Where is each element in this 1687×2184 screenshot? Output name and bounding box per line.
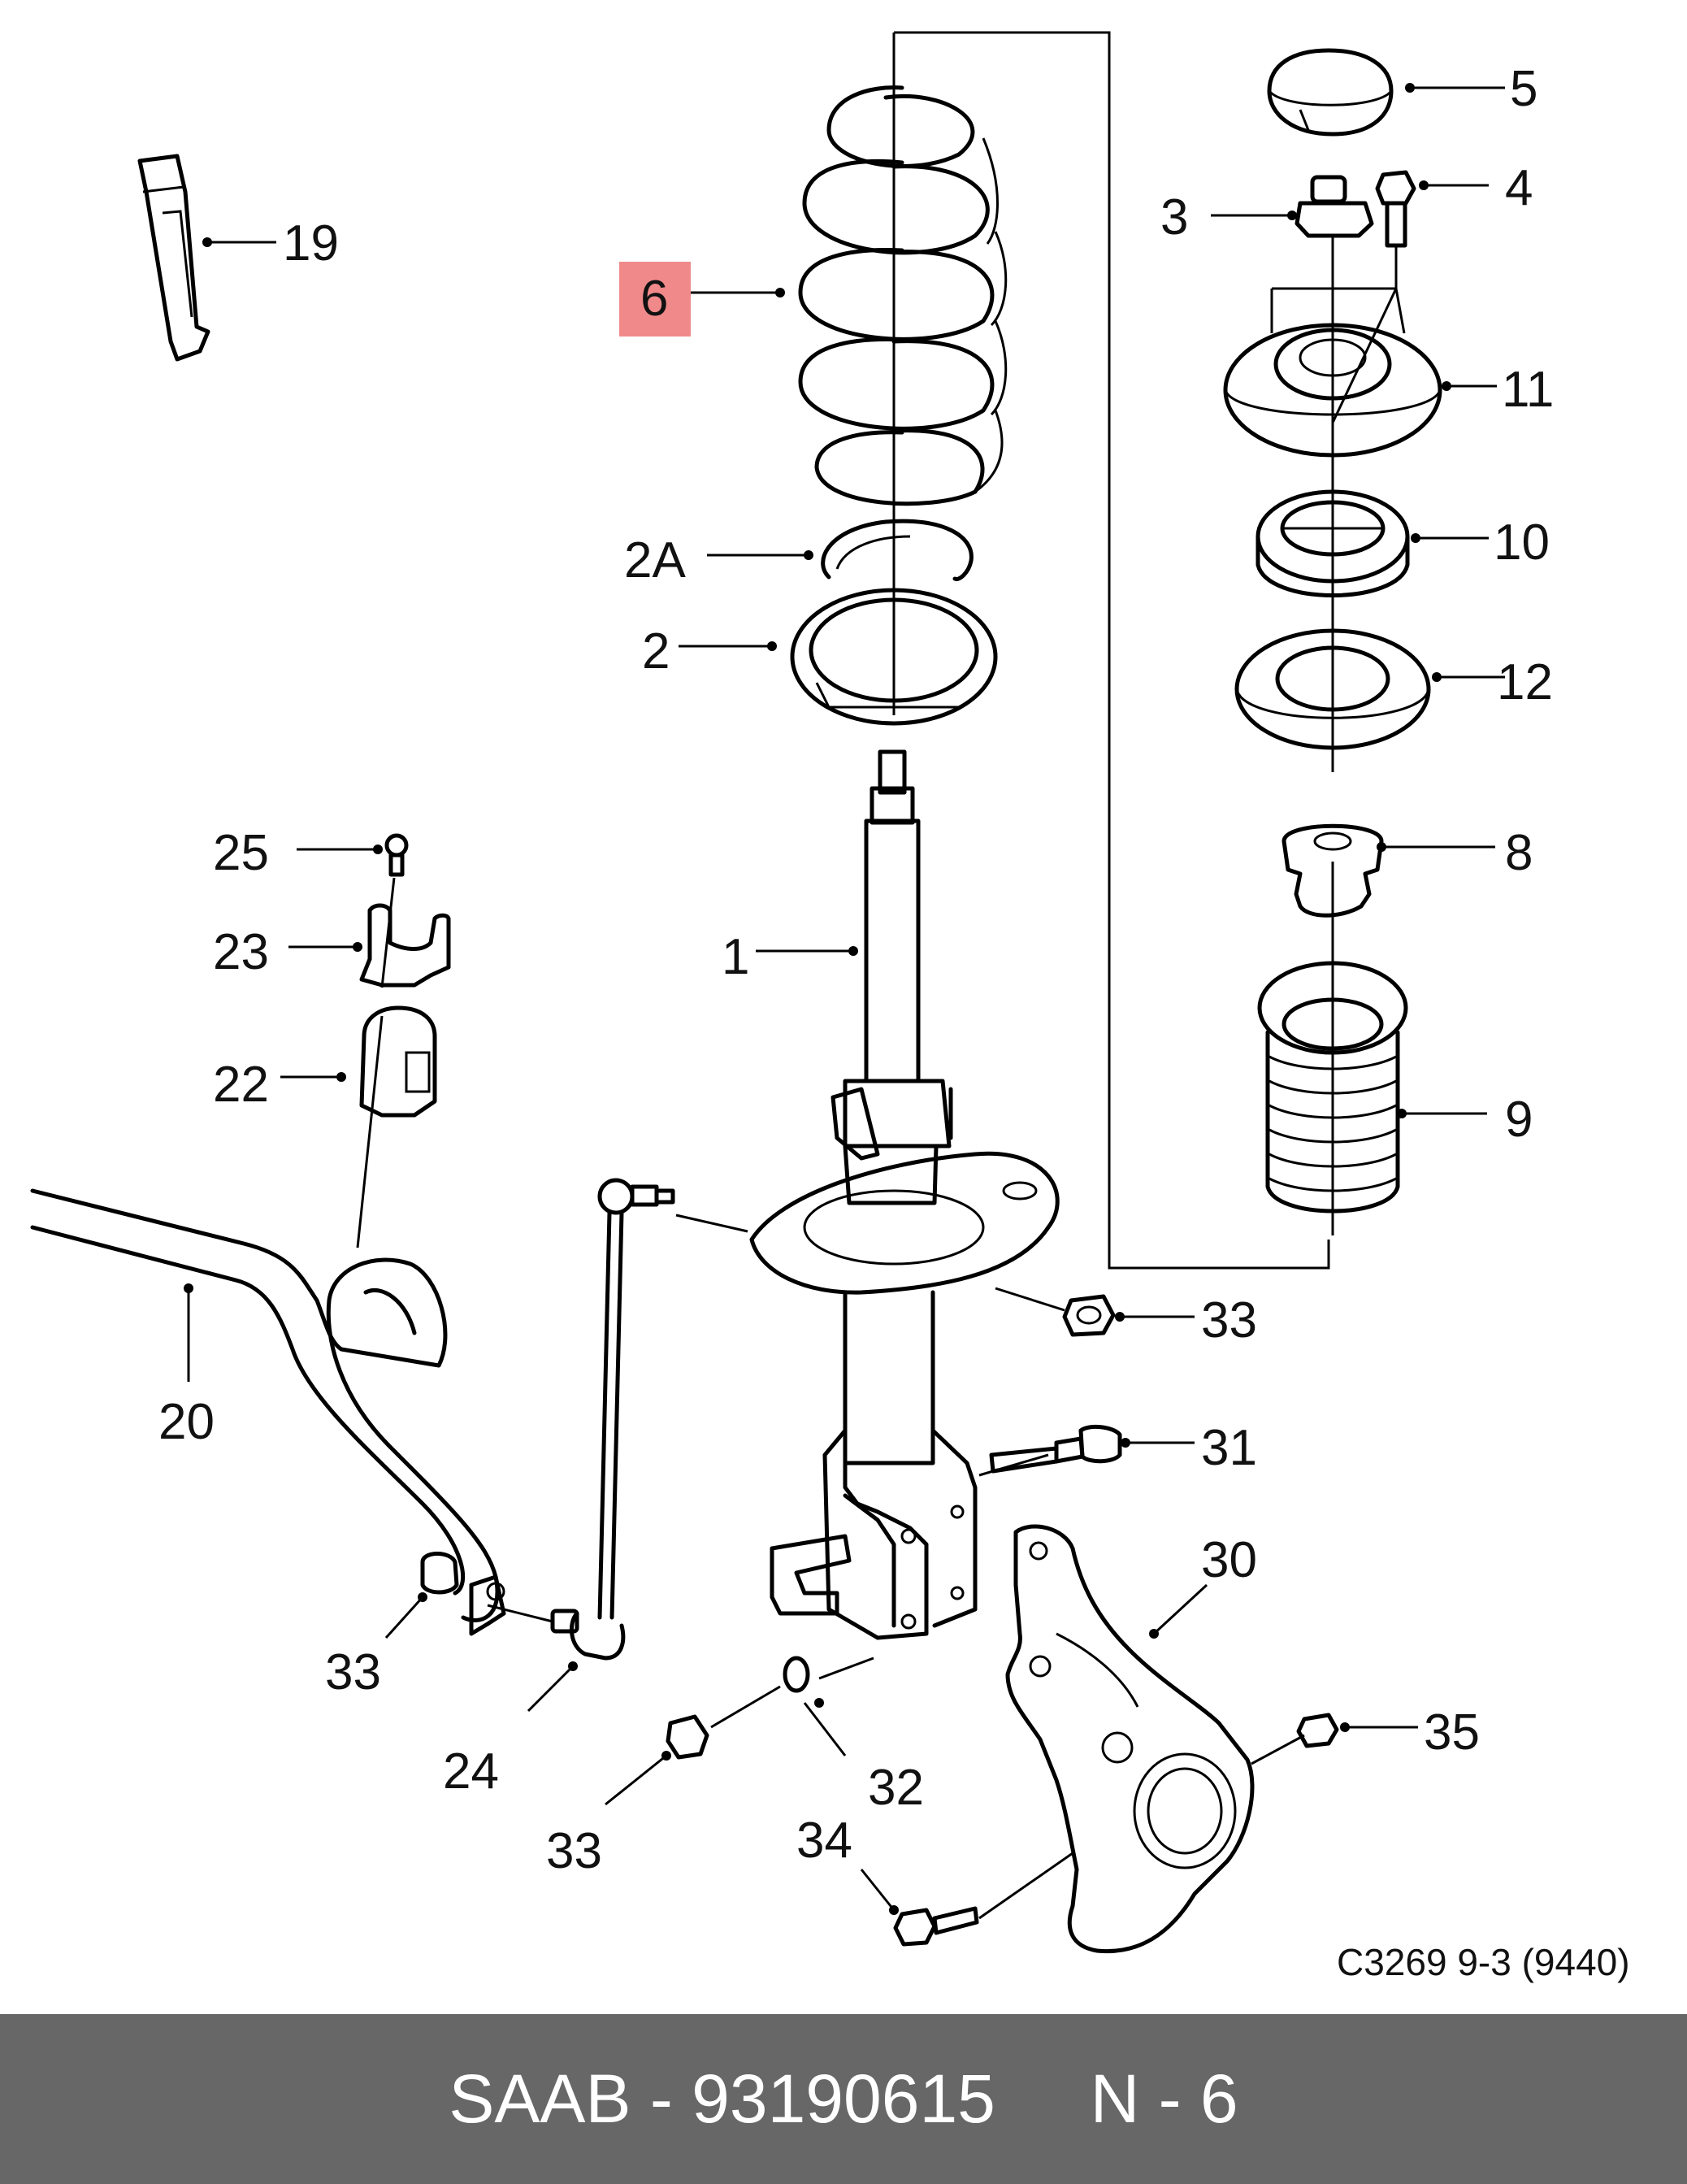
footer-part-number: 93190615	[692, 2060, 995, 2137]
part-35-nut	[1296, 1713, 1339, 1748]
part-6-coil-spring	[798, 85, 1008, 506]
part-9-dust-boot	[1257, 961, 1408, 1214]
part-32-washer	[783, 1656, 810, 1693]
callout-4: 4	[1505, 160, 1533, 216]
callout-22: 22	[213, 1057, 269, 1113]
part-33-nut-right	[1062, 1294, 1116, 1337]
part-22-bushing	[359, 1005, 437, 1118]
part-33-nut-left	[420, 1552, 459, 1595]
callout-9: 9	[1505, 1092, 1533, 1148]
callout-23: 23	[213, 924, 269, 980]
part-11-top-mount	[1223, 323, 1442, 458]
callout-11: 11	[1502, 362, 1554, 418]
callout-19: 19	[283, 215, 339, 271]
callout-25: 25	[213, 825, 269, 881]
footer-gap	[995, 2060, 1091, 2138]
callout-24: 24	[443, 1743, 499, 1800]
part-20-stabilizer-bar	[30, 1188, 500, 1622]
part-10-bearing	[1255, 489, 1410, 597]
callout-3: 3	[1160, 189, 1188, 245]
callout-34: 34	[796, 1813, 852, 1869]
part-5-cap	[1267, 48, 1394, 137]
callout-1: 1	[722, 929, 749, 985]
footer-separator-2: -	[1139, 2060, 1200, 2137]
part-24-bracket-plate	[469, 1574, 506, 1636]
part-12-upper-seat	[1234, 628, 1431, 750]
part-2a-spring-clip	[821, 519, 974, 581]
diagram-canvas: 19 5 3 4 6 11 10 2A 2 12 8 1 9 25 23 22 …	[30, 31, 1630, 1983]
part-19-grease-tube	[137, 154, 210, 362]
part-1-strut	[749, 749, 1060, 1640]
callout-6: 6	[640, 271, 668, 327]
callout-labels: 19 5 3 4 6 11 10 2A 2 12 8 1 9 25 23 22 …	[158, 61, 1630, 1983]
assembly-frame-line	[894, 31, 1330, 1270]
callout-5: 5	[1510, 61, 1537, 117]
callout-33-lower: 33	[546, 1823, 602, 1879]
callout-32: 32	[868, 1760, 924, 1816]
footer-bar: SAAB - 93190615 N - 6	[0, 2014, 1687, 2184]
footer-separator-1: -	[631, 2060, 692, 2137]
part-24-stabilizer-link	[550, 1178, 675, 1661]
callout-2: 2	[642, 623, 670, 680]
callout-33-upper: 33	[1201, 1292, 1257, 1348]
footer-position: N	[1090, 2060, 1140, 2137]
callout-10: 10	[1494, 515, 1550, 571]
highlight-box	[619, 262, 691, 337]
callout-2a: 2A	[624, 532, 686, 588]
footer-brand: SAAB	[449, 2060, 631, 2137]
part-34-bolt	[893, 1906, 979, 1947]
callout-20: 20	[158, 1394, 215, 1450]
part-23-clamp	[359, 903, 451, 988]
part-33-nut-lower	[666, 1714, 709, 1760]
callout-30: 30	[1201, 1532, 1257, 1588]
callout-31: 31	[1201, 1420, 1257, 1476]
callout-33-left: 33	[325, 1644, 381, 1700]
leader-dots	[184, 83, 1451, 1915]
part-4-bolt	[1375, 170, 1416, 248]
leader-lines	[187, 86, 1505, 1920]
part-3-nut	[1295, 175, 1374, 238]
callout-35: 35	[1424, 1704, 1480, 1761]
footer-position-number: 6	[1199, 2060, 1238, 2137]
callout-8: 8	[1505, 825, 1533, 881]
part-8-bump-stop	[1282, 823, 1384, 918]
diagram-reference: C3269 9-3 (9440)	[1337, 1941, 1630, 1983]
part-30-steering-knuckle	[1005, 1524, 1255, 1954]
callout-12: 12	[1497, 654, 1553, 710]
part-25-bolt	[384, 833, 409, 877]
part-31-bolt	[989, 1424, 1122, 1474]
